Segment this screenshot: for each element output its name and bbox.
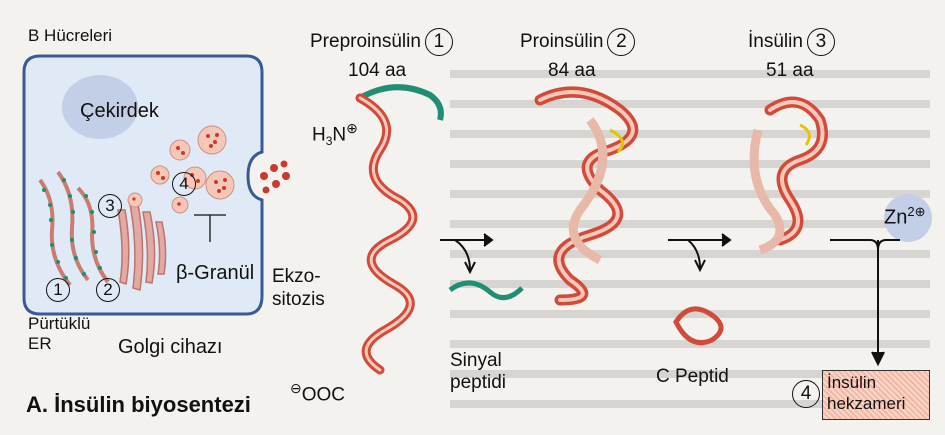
preproinsulin-name: Preproinsülin — [310, 31, 421, 52]
proinsulin-step: 2 — [607, 28, 635, 56]
cell-label: B Hücreleri — [28, 26, 112, 46]
proinsulin-length: 84 aa — [548, 60, 596, 82]
rer-label-line1: Pürtüklü — [28, 314, 90, 334]
rer-label-line2: ER — [28, 334, 52, 354]
exocytosis-label-line2: sitozis — [272, 289, 325, 311]
cell-step-3: 3 — [98, 194, 122, 218]
c-terminus-text: OOC — [302, 384, 345, 405]
hexamer-line1: İnsülin — [827, 372, 925, 393]
n-terminus-h: H — [312, 124, 326, 145]
c-terminus-charge: ⊖ — [290, 380, 302, 396]
insulin-step: 3 — [807, 28, 835, 56]
nucleus-label: Çekirdek — [80, 100, 159, 123]
cell-step-2: 2 — [96, 278, 120, 302]
cell-step-1: 1 — [46, 278, 70, 302]
zinc-symbol: Zn — [884, 207, 907, 229]
insulin-hexamer-box: İnsülin hekzameri — [822, 370, 930, 420]
c-terminus-label: ⊖OOC — [290, 380, 345, 406]
c-peptide-label: C Peptid — [656, 366, 729, 388]
hexamer-step: 4 — [792, 380, 820, 408]
exocytosis-granules — [260, 161, 290, 194]
golgi-label: Golgi cihazı — [118, 336, 223, 359]
cell-step-4: 4 — [172, 172, 196, 196]
exocytosis-label-line1: Ekzo- — [272, 266, 321, 288]
insulin-name: İnsülin — [748, 31, 803, 52]
signal-peptide-label-line1: Sinyal — [450, 350, 502, 372]
granule-label: β-Granül — [176, 262, 254, 285]
zinc-label: Zn2⊕ — [884, 204, 925, 230]
proinsulin-name: Proinsülin — [520, 31, 603, 52]
signal-peptide-label-line2: peptidi — [450, 372, 506, 394]
n-terminus-n: N — [332, 124, 346, 145]
preproinsulin-length: 104 aa — [348, 60, 406, 82]
n-terminus-charge: ⊕ — [346, 120, 358, 136]
figure-title: A. İnsülin biyosentezi — [26, 392, 251, 418]
n-terminus-label: H3N⊕ — [312, 120, 358, 148]
zinc-charge: 2⊕ — [907, 204, 925, 219]
preproinsulin-step: 1 — [425, 28, 453, 56]
insulin-length: 51 aa — [766, 60, 814, 82]
hexamer-line2: hekzameri — [827, 393, 925, 414]
